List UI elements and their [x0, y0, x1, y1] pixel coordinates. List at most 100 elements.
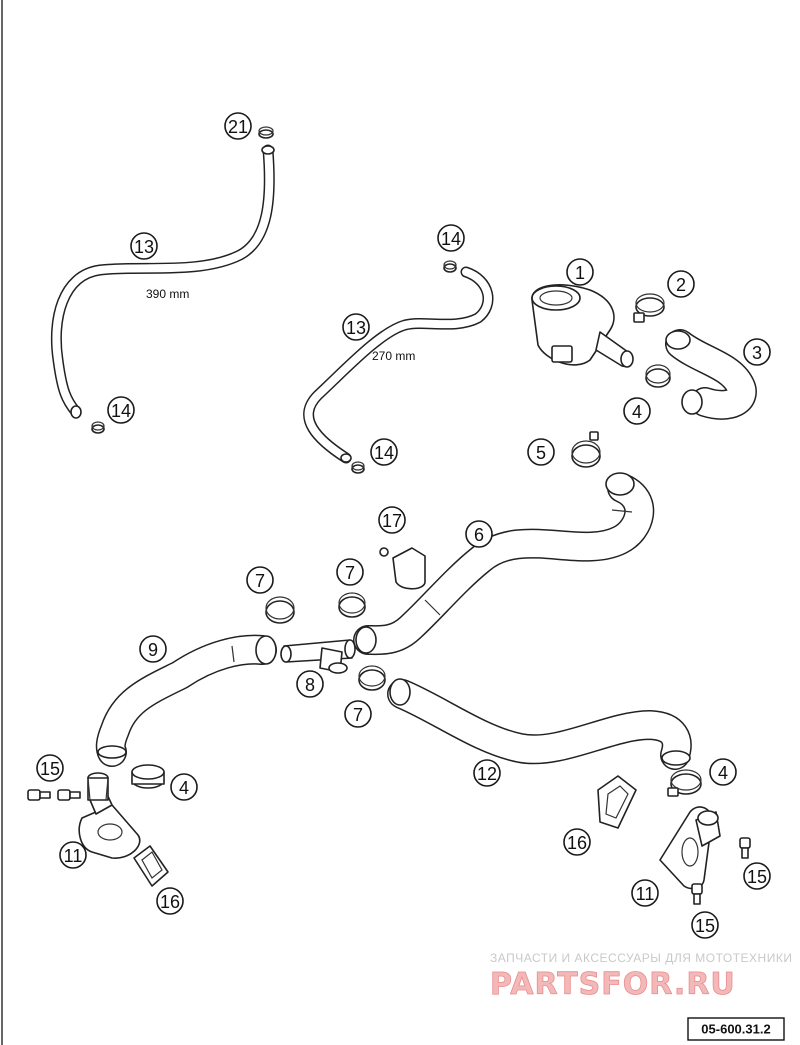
callout-number: 4: [179, 778, 189, 798]
bolt-15-c: [739, 837, 751, 859]
callout-number: 11: [636, 884, 655, 904]
callout-6: 6: [465, 520, 493, 548]
callout-number: 14: [111, 401, 131, 421]
callout-12: 12: [473, 759, 501, 787]
hose-clamp-7-a: [265, 596, 295, 624]
callout-circle: [623, 397, 651, 425]
callout-number: 15: [40, 759, 60, 779]
callout-number: 1: [575, 263, 585, 283]
hose-clip-14-c: [351, 461, 365, 474]
callout-11: 11: [631, 879, 659, 907]
radiator-hose-6: [353, 472, 655, 656]
callout-circle: [378, 506, 406, 534]
water-pump-cover-11-b: [659, 806, 721, 890]
callout-number: 15: [747, 867, 767, 887]
hose-holder-17: [379, 547, 426, 590]
callout-3: 3: [743, 338, 771, 366]
callout-15: 15: [691, 911, 719, 939]
callout-circle: [336, 558, 364, 586]
t-connector-8: [280, 639, 356, 674]
callout-circle: [342, 313, 370, 341]
callout-circle: [246, 566, 274, 594]
bolt-15-b: [57, 789, 81, 801]
callout-number: 2: [676, 275, 686, 295]
callout-circle: [36, 754, 64, 782]
callout-number: 12: [477, 764, 497, 784]
gasket-16-b: [597, 775, 637, 829]
thermostat-housing: [531, 284, 634, 368]
callout-circle: [743, 862, 771, 890]
callout-16: 16: [156, 887, 184, 915]
callout-circle: [465, 520, 493, 548]
watermark-logo: PARTSFOR.RU: [490, 967, 736, 1002]
callout-number: 4: [718, 763, 728, 783]
dimension-label-390: 390 mm: [146, 287, 189, 301]
callout-1: 1: [566, 258, 594, 286]
hose-clip-14-a: [91, 421, 105, 434]
callout-number: 4: [632, 402, 642, 422]
callout-number: 14: [441, 229, 461, 249]
callout-15: 15: [743, 862, 771, 890]
breather-hose-long: [50, 144, 275, 419]
callout-14: 14: [107, 396, 135, 424]
callout-21: 21: [224, 112, 252, 140]
callout-14: 14: [370, 438, 398, 466]
callout-circle: [344, 700, 372, 728]
callout-number: 7: [255, 571, 265, 591]
diagram-code: 05-600.31.2: [701, 1022, 770, 1037]
callout-number: 7: [353, 705, 363, 725]
callout-number: 3: [752, 343, 762, 363]
radiator-hose-9: [95, 634, 277, 767]
radiator-hose-3: [665, 329, 757, 420]
callout-number: 21: [228, 117, 248, 137]
callout-4: 4: [170, 773, 198, 801]
water-pump-cover-11-a: [78, 772, 141, 859]
callout-4: 4: [623, 397, 651, 425]
callout-circle: [566, 258, 594, 286]
callout-8: 8: [296, 670, 324, 698]
callout-number: 13: [346, 318, 366, 338]
callout-number: 8: [305, 675, 315, 695]
callout-14: 14: [437, 224, 465, 252]
callout-circle: [437, 224, 465, 252]
callout-2: 2: [667, 270, 695, 298]
callout-circle: [170, 773, 198, 801]
callout-number: 16: [567, 833, 587, 853]
callout-circle: [473, 759, 501, 787]
callout-number: 7: [345, 563, 355, 583]
callout-13: 13: [130, 232, 158, 260]
callout-number: 13: [134, 237, 154, 257]
callout-7: 7: [246, 566, 274, 594]
hose-clamp-4-a: [645, 364, 671, 388]
callout-7: 7: [344, 700, 372, 728]
hose-clamp-7-b: [338, 592, 366, 618]
hose-clamp-5: [571, 431, 601, 468]
callout-16: 16: [563, 828, 591, 856]
hose-clamp-7-c: [358, 665, 386, 691]
hose-clamp-2: [633, 293, 665, 323]
callout-number: 15: [695, 916, 715, 936]
callout-circle: [296, 670, 324, 698]
bolt-15-d: [691, 883, 703, 905]
callout-circle: [224, 112, 252, 140]
callout-circle: [631, 879, 659, 907]
callout-number: 11: [64, 846, 83, 866]
callout-number: 5: [536, 443, 546, 463]
callout-circle: [743, 338, 771, 366]
callout-13: 13: [342, 313, 370, 341]
breather-hose-short: [303, 266, 494, 464]
callout-7: 7: [336, 558, 364, 586]
callout-number: 17: [382, 511, 402, 531]
callout-circle: [691, 911, 719, 939]
callout-11: 11: [59, 841, 87, 869]
callout-number: 9: [148, 640, 158, 660]
callout-circle: [667, 270, 695, 298]
dimension-label-270: 270 mm: [372, 349, 415, 363]
hose-clip-14-b: [443, 260, 457, 273]
watermark-tagline: ЗАПЧАСТИ И АКСЕССУАРЫ ДЛЯ МОТОТЕХНИКИ: [490, 951, 792, 965]
callout-17: 17: [378, 506, 406, 534]
hose-clamp-4-c: [667, 769, 702, 797]
